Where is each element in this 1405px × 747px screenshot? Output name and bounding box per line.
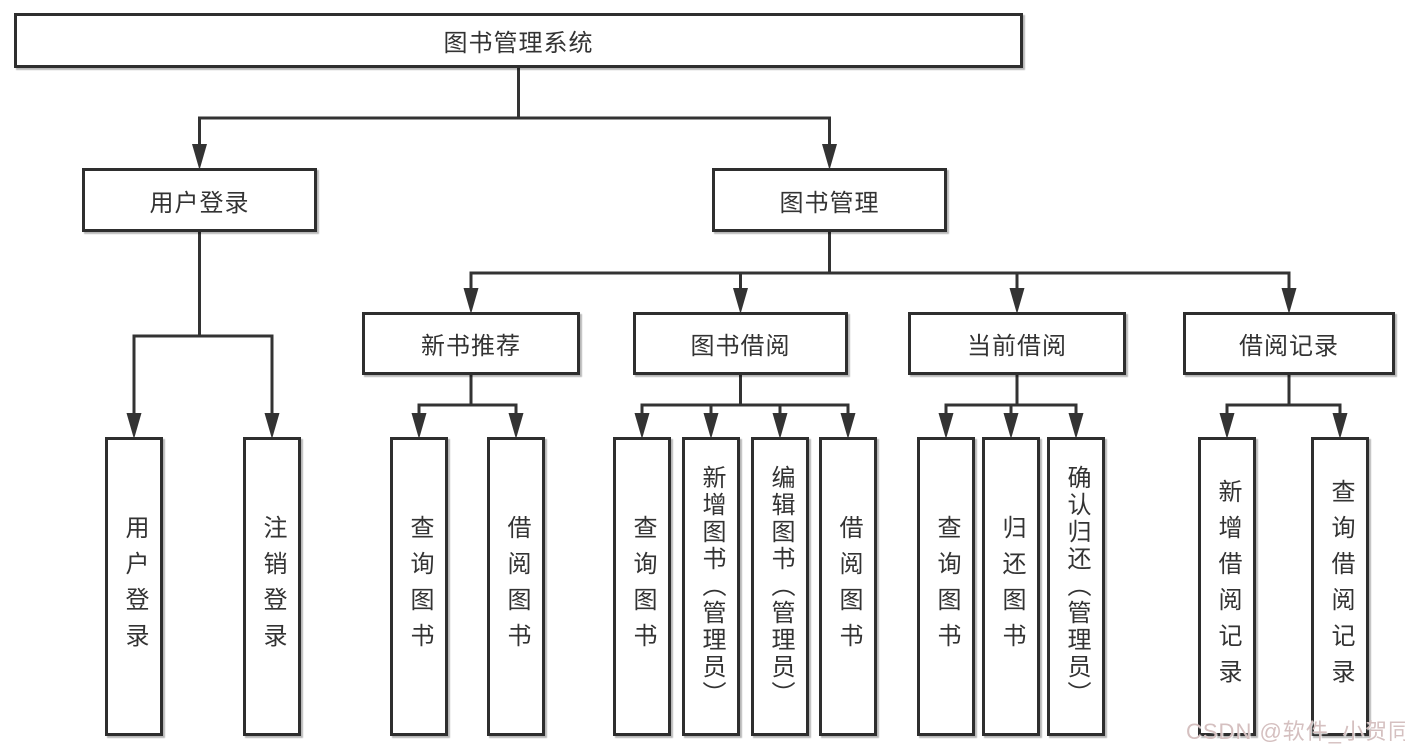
node-query-borrow-record: 查询借阅记录 — [1311, 437, 1369, 736]
node-label: 图书管理 — [779, 189, 880, 217]
node-label: 借阅图书 — [503, 514, 530, 659]
node-new-book-recommend: 新书推荐 — [362, 312, 580, 375]
node-edit-book-admin: 编辑图书（管理员） — [751, 437, 809, 736]
node-current-borrowing: 当前借阅 — [908, 312, 1126, 375]
node-label: 当前借阅 — [967, 333, 1067, 360]
node-label: 查询图书 — [629, 514, 656, 659]
node-label: 新增借阅记录 — [1214, 478, 1241, 695]
node-borrow-records: 借阅记录 — [1183, 312, 1395, 375]
node-return-book: 归还图书 — [982, 437, 1040, 736]
node-label: 用户登录 — [121, 514, 148, 659]
node-add-borrow-record: 新增借阅记录 — [1198, 437, 1256, 736]
node-borrow-book: 借阅图书 — [487, 437, 545, 736]
node-label: 借阅记录 — [1239, 333, 1339, 360]
node-label: 编辑图书（管理员） — [767, 465, 794, 708]
node-label: 查询借阅记录 — [1327, 478, 1354, 695]
node-label: 借阅图书 — [835, 514, 862, 659]
node-library-system: 图书管理系统 — [14, 13, 1023, 68]
node-label: 注销登录 — [259, 514, 286, 659]
node-label: 查询图书 — [406, 514, 433, 659]
node-label: 图书借阅 — [690, 333, 791, 360]
node-book-borrowing: 图书借阅 — [633, 312, 848, 375]
node-confirm-return-admin: 确认归还（管理员） — [1047, 437, 1105, 736]
node-label: 归还图书 — [998, 514, 1025, 659]
node-user-login-group: 用户登录 — [82, 168, 317, 232]
node-user-login: 用户登录 — [105, 437, 163, 736]
node-label: 新增图书（管理员） — [698, 465, 725, 708]
node-label: 查询图书 — [933, 514, 960, 659]
node-book-management: 图书管理 — [712, 168, 947, 232]
node-label: 图书管理系统 — [443, 30, 594, 57]
node-label: 确认归还（管理员） — [1063, 465, 1090, 708]
node-logout: 注销登录 — [243, 437, 301, 736]
node-query-book: 查询图书 — [917, 437, 975, 736]
node-label: 新书推荐 — [421, 333, 521, 360]
node-borrow-book: 借阅图书 — [819, 437, 877, 736]
node-query-book: 查询图书 — [390, 437, 448, 736]
watermark: CSDN @软件_小贺同学 — [1186, 719, 1405, 744]
node-label: 用户登录 — [149, 189, 250, 217]
node-add-book-admin: 新增图书（管理员） — [682, 437, 740, 736]
node-query-book: 查询图书 — [613, 437, 671, 736]
